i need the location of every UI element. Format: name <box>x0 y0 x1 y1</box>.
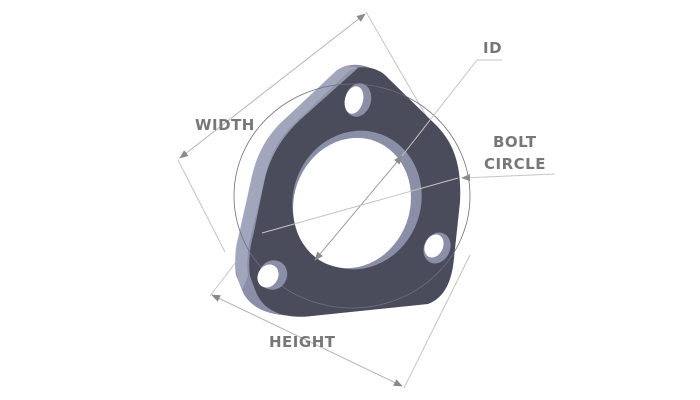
bolt-hole-top <box>344 83 372 117</box>
width-label: WIDTH <box>195 116 255 134</box>
bolt-circle-dimension <box>261 173 556 234</box>
height-label: HEIGHT <box>269 333 336 351</box>
bolt-circle-label-line1: BOLT <box>493 133 537 151</box>
id-dimension <box>314 59 502 261</box>
bolt-hole-left <box>257 260 288 290</box>
flange-body <box>233 64 471 317</box>
bolt-hole-right <box>423 232 451 264</box>
id-label: ID <box>483 39 503 57</box>
bolt-circle-label-line2: CIRCLE <box>484 155 546 173</box>
height-dimension <box>209 254 471 389</box>
